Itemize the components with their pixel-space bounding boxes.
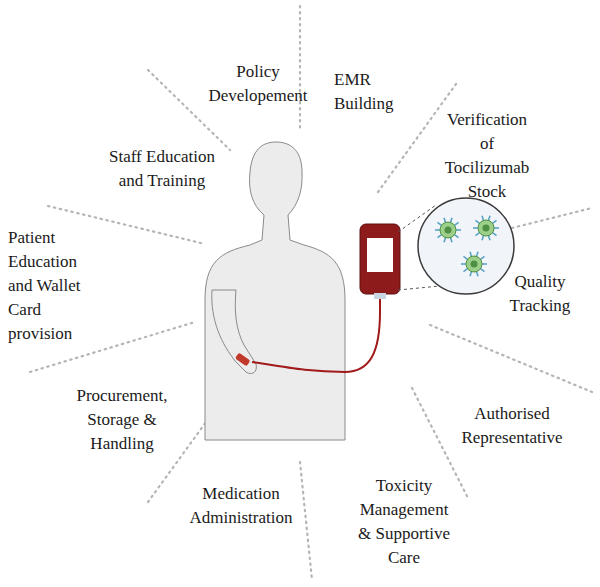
stage-label: EMR Building bbox=[334, 68, 406, 116]
stage-label: Policy Developement bbox=[202, 60, 314, 108]
cell-receptor bbox=[463, 269, 467, 272]
stage-label: Toxicity Management & Supportive Care bbox=[353, 474, 455, 570]
cell-receptor bbox=[437, 222, 441, 225]
stage-label: Staff Education and Training bbox=[96, 145, 228, 193]
cell-receptor bbox=[463, 256, 467, 259]
cell-receptor bbox=[480, 256, 484, 259]
magnifier bbox=[398, 198, 514, 294]
cell-receptor bbox=[450, 238, 452, 243]
cell-receptor bbox=[494, 227, 499, 229]
cell-receptor bbox=[470, 252, 472, 257]
cell-receptor bbox=[476, 252, 478, 257]
cell-receptor bbox=[492, 220, 496, 223]
cell-receptor bbox=[492, 233, 496, 236]
stage-label: Medication Administration bbox=[179, 482, 303, 530]
person-silhouette bbox=[205, 142, 345, 440]
stage-label: Verification of Tocilizumab Stock bbox=[439, 108, 535, 204]
t-cell bbox=[466, 256, 482, 272]
cell-receptor bbox=[456, 229, 461, 231]
t-cell bbox=[478, 220, 494, 236]
cell-receptor bbox=[482, 263, 487, 265]
cell-receptor bbox=[475, 233, 479, 236]
cell-receptor bbox=[435, 229, 440, 231]
divider-lines bbox=[30, 6, 592, 580]
iv-line bbox=[235, 298, 380, 372]
cell-receptor bbox=[444, 218, 446, 223]
car-t-cells bbox=[435, 216, 499, 277]
cell-nucleus bbox=[483, 225, 490, 232]
cell-receptor bbox=[482, 236, 484, 241]
stage-label: Patient Education and Wallet Card provis… bbox=[8, 226, 90, 346]
cell-receptor bbox=[461, 263, 466, 265]
cell-receptor bbox=[475, 220, 479, 223]
stage-label: Procurement, Storage & Handling bbox=[70, 384, 174, 456]
cell-receptor bbox=[476, 272, 478, 277]
cell-receptor bbox=[473, 227, 478, 229]
cell-receptor bbox=[488, 236, 490, 241]
cell-receptor bbox=[444, 238, 446, 243]
cell-receptor bbox=[470, 272, 472, 277]
cell-receptor bbox=[454, 222, 458, 225]
cell-receptor bbox=[450, 218, 452, 223]
cell-nucleus bbox=[471, 261, 478, 268]
cell-receptor bbox=[480, 269, 484, 272]
cell-receptor bbox=[488, 216, 490, 221]
t-cell bbox=[440, 222, 456, 238]
cell-nucleus bbox=[445, 227, 452, 234]
stage-label: Quality Tracking bbox=[502, 270, 578, 318]
cell-receptor bbox=[454, 235, 458, 238]
cell-receptor bbox=[482, 216, 484, 221]
blood-bag bbox=[360, 224, 400, 299]
stage-label: Authorised Representative bbox=[450, 402, 574, 450]
cell-receptor bbox=[437, 235, 441, 238]
